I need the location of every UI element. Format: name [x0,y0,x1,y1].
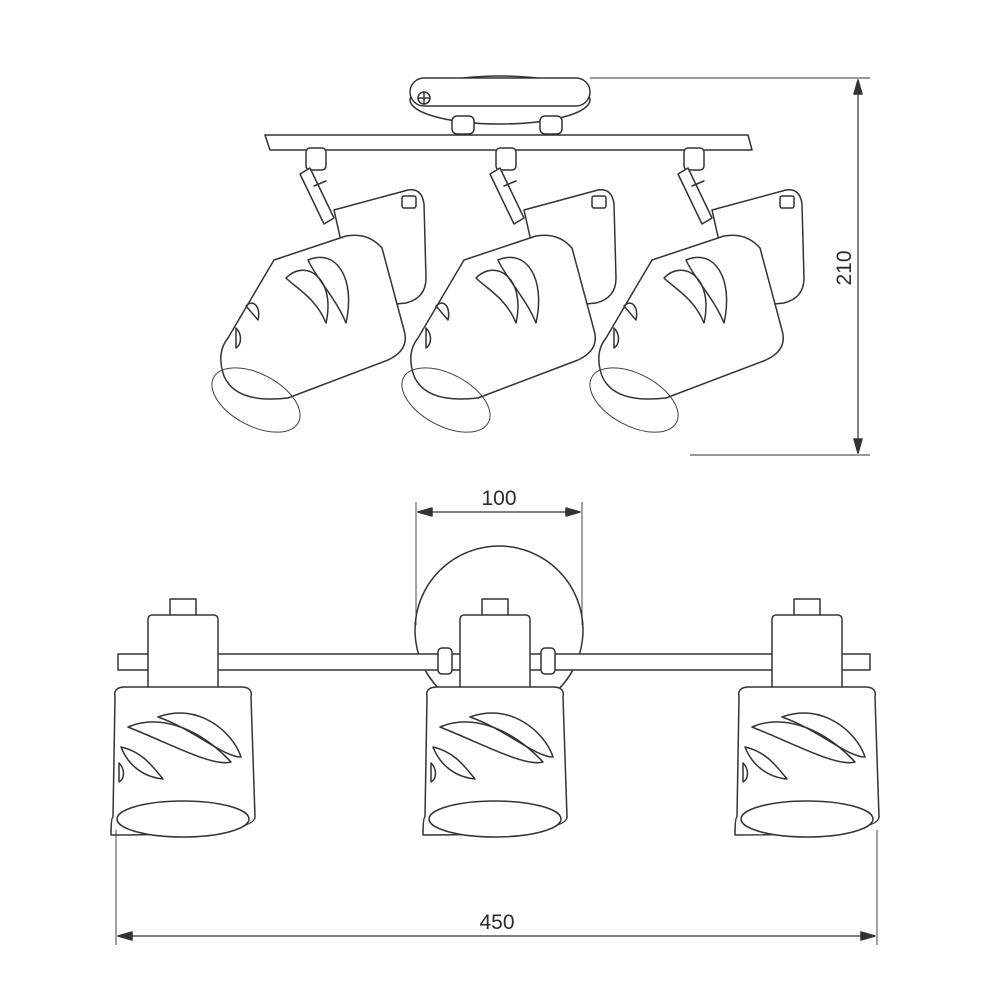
rail-bar [264,134,753,151]
mount-width-label: 100 [481,487,516,510]
mount-width-dimension: 100 [415,487,583,625]
height-label: 210 [833,250,856,285]
front-view [110,545,880,838]
height-dimension: 210 [590,77,870,456]
total-width-label: 450 [479,911,514,934]
side-view [200,75,805,447]
total-width-dimension: 450 [115,830,878,945]
